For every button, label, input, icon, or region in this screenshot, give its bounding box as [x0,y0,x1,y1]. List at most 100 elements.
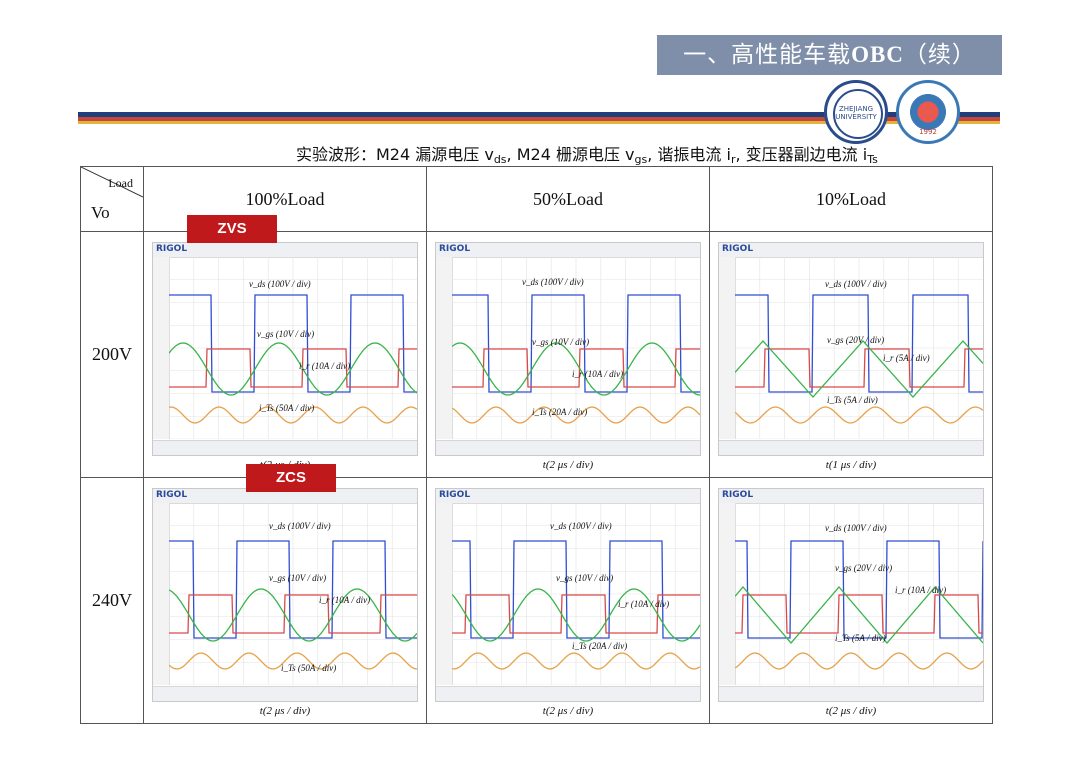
scope-bottombar [436,440,700,455]
vgs-label: v_gs (10V / div) [269,573,327,583]
its-label: i_Ts (5A / div) [835,633,886,643]
vgs-trace [735,348,983,388]
scope-bottombar [153,686,417,701]
scope-topbar: RIGOL [436,489,700,504]
time-scale-label: t(2 μs / div) [259,705,311,717]
vds-label: v_ds (100V / div) [269,521,331,531]
vgs-trace [452,348,700,388]
scope-brand: RIGOL [439,244,471,254]
scope-brand: RIGOL [722,244,754,254]
ir-trace [169,588,417,642]
scope-topbar: RIGOL [153,489,417,504]
vgs-label: v_gs (10V / div) [532,337,590,347]
scope-bottombar [153,440,417,455]
title-bold: OBC [851,42,904,67]
scope-sidebar [436,257,453,439]
waveform-plot [735,503,983,685]
ir-trace [452,342,700,396]
scope-sidebar [153,257,170,439]
vds-label: v_ds (100V / div) [825,279,887,289]
its-trace [169,652,417,670]
vds-trace [169,540,417,639]
row-header: 200V [80,231,144,478]
scope-bottombar [719,440,983,455]
caption-sub: Ts [867,153,878,166]
scope-sidebar [719,257,736,439]
zju-logo: ZHEJIANG UNIVERSITY [824,80,888,144]
caption-sub: ds [493,153,507,166]
ir-label: i_r (5A / div) [883,353,930,363]
scope-sidebar [153,503,170,685]
waveform-table: Load Vo 100%Load 50%Load 10%Load 200V RI… [80,166,993,724]
vds-label: v_ds (100V / div) [522,277,584,287]
ir-trace [452,588,700,642]
its-label: i_Ts (5A / div) [827,395,878,405]
corner-cell: Load Vo [80,166,144,232]
scope-brand: RIGOL [156,244,188,254]
vds-label: v_ds (100V / div) [550,521,612,531]
time-scale-label: t(2 μs / div) [542,459,594,471]
waveform-plot [452,503,700,685]
caption-part: 实验波形：M24 漏源电压 v [296,145,494,164]
corner-load-label: Load [108,176,133,190]
scope-sidebar [719,503,736,685]
vgs-trace [452,594,700,634]
caption-part: , 变压器副边电流 i [735,145,868,164]
scope-sidebar [436,503,453,685]
ir-label: i_r (10A / div) [618,599,670,609]
zvs-tag: ZVS [187,215,277,243]
corner-diagonal [81,167,143,198]
ir-label: i_r (10A / div) [895,585,947,595]
oscilloscope-screen: RIGOL v_ds (100V / div) v_gs (20V / div) i_… [718,242,984,456]
scope-bottombar [436,686,700,701]
caption-sub: r [730,153,736,166]
its-label: i_Ts (50A / div) [259,403,315,413]
time-scale-label: t(2 μs / div) [825,705,877,717]
vds-label: v_ds (100V / div) [825,523,887,533]
waveform-plot [735,257,983,439]
its-trace [169,406,417,424]
scope-brand: RIGOL [439,490,471,500]
caption-part: , M24 栅源电压 v [506,145,635,164]
vgs-trace [169,594,417,634]
column-header: 50%Load [426,166,710,232]
lab-logo: 1992 [896,80,960,144]
vds-label: v_ds (100V / div) [249,279,311,289]
zju-logo-text: ZHEJIANG UNIVERSITY [835,105,877,121]
figure-caption: 实验波形：M24 漏源电压 vds, M24 栅源电压 vgs, 谐振电流 ir… [296,141,878,166]
vds-trace [735,540,983,639]
scope-topbar: RIGOL [436,243,700,258]
scope-brand: RIGOL [156,490,188,500]
row-header: 240V [80,477,144,724]
its-trace [735,652,983,670]
vgs-trace [169,348,417,388]
ir-label: i_r (10A / div) [319,595,371,605]
zcs-tag: ZCS [246,464,336,492]
ir-trace [735,340,983,398]
vgs-label: v_gs (20V / div) [827,335,885,345]
its-label: i_Ts (50A / div) [281,663,337,673]
scope-brand: RIGOL [722,490,754,500]
caption-part: , 谐振电流 i [647,145,731,164]
time-scale-label: t(2 μs / div) [542,705,594,717]
scope-cell: RIGOL v_ds (100V / div) v_gs (10V / div) i_… [143,477,427,724]
title-suffix: （续） [903,42,976,68]
ir-trace [169,342,417,396]
waveform-plot [452,257,700,439]
corner-vo-label: Vo [91,203,110,222]
header-band-gold [78,121,1000,124]
oscilloscope-screen: RIGOL v_ds (100V / div) v_gs (10V / div) i_… [152,488,418,702]
ir-label: i_r (10A / div) [299,361,351,371]
time-scale-label: t(1 μs / div) [825,459,877,471]
slide-title: 一、高性能车载OBC（续） [657,35,1002,75]
title-prefix: 一、高性能车载 [683,42,852,68]
vds-trace [169,294,417,393]
vds-trace [735,294,983,393]
